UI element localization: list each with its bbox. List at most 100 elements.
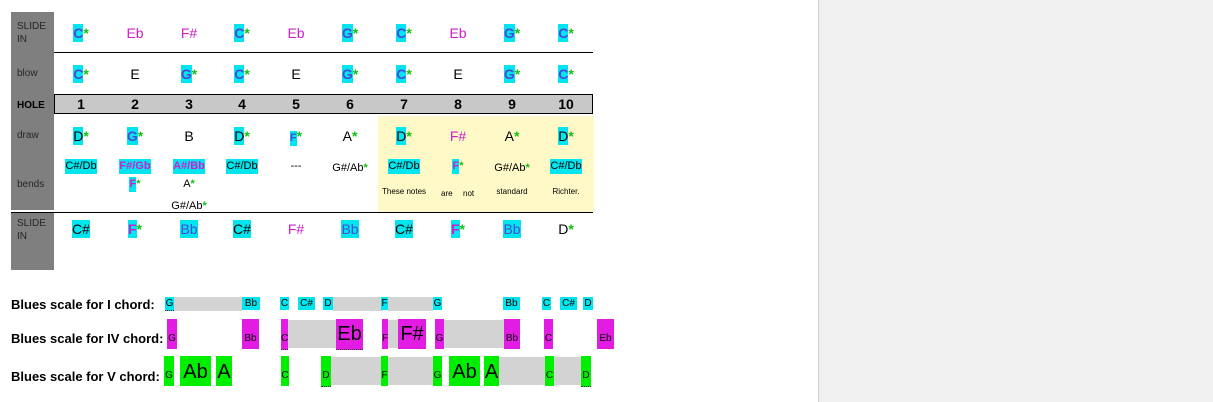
blow-8: E (453, 66, 463, 82)
hole-number-7: 7 (400, 96, 408, 112)
bend-1: C#/Db (65, 159, 97, 174)
blues-i-label: Blues scale for I chord: (11, 297, 155, 312)
sidebar-block-bottom (11, 213, 54, 270)
slide-bottom-10: D* (558, 221, 574, 237)
rule-1 (54, 52, 593, 53)
hole-number-6: 6 (346, 96, 354, 112)
note-not: not (463, 189, 475, 198)
bend-6: G#/Ab* (332, 162, 368, 174)
side-pane (818, 0, 1213, 402)
note-these-notes: These notes (381, 187, 427, 196)
v-note-3: A (216, 356, 232, 386)
bend-9: G#/Ab* (494, 162, 530, 174)
slide-top-10: C* (558, 24, 574, 42)
slide-top-6: G* (341, 24, 359, 42)
v-note-6: F (381, 356, 388, 386)
label-blow: blow (17, 68, 38, 79)
v-bar-4 (554, 357, 581, 385)
slide-bottom-8: F* (450, 220, 465, 238)
draw-7: D* (396, 127, 412, 145)
sidebar-block-top (11, 12, 54, 210)
i-note-2: Bb (242, 297, 260, 310)
i-note-7: G (433, 297, 442, 310)
draw-2: G* (126, 127, 144, 145)
draw-8: F# (449, 128, 467, 144)
i-note-4: C# (298, 297, 315, 310)
blow-2: E (130, 66, 140, 82)
iv-note-3: C (281, 319, 288, 350)
slide-bottom-6: Bb (341, 220, 359, 238)
i-bar-3 (388, 297, 433, 311)
rule-2 (11, 212, 593, 213)
v-bar-1 (331, 357, 381, 385)
i-note-10: C# (560, 297, 577, 310)
slide-top-9: G* (503, 24, 521, 42)
slide-bottom-3: Bb (180, 220, 198, 238)
slide-bottom-1: C# (72, 220, 90, 238)
v-bar-3 (499, 357, 545, 385)
iv-bar-3 (444, 320, 504, 348)
i-bar-2 (333, 297, 383, 311)
slide-top-7: C* (396, 24, 412, 42)
draw-10: D* (558, 127, 574, 145)
label-slide-in-top: SLIDE IN (17, 21, 46, 45)
i-bar-1 (174, 297, 242, 311)
blow-10: C* (558, 65, 574, 83)
bend-2: F#/Gb F* (119, 159, 151, 192)
i-note-1: G (165, 297, 174, 311)
slide-bottom-4: C# (233, 220, 251, 238)
i-note-5: D (323, 297, 333, 310)
i-note-6: F (381, 297, 388, 310)
v-note-11: D (581, 356, 591, 387)
iv-note-5: F (382, 319, 388, 349)
iv-note-1: G (167, 319, 177, 349)
iv-note-7: G (435, 319, 444, 349)
bend-7: C#/Db (388, 159, 420, 174)
slide-top-5: Eb (287, 25, 305, 41)
bend-3: A#/Bb A* G#/Ab* (171, 159, 207, 212)
bend-8: F* (452, 159, 464, 174)
hole-number-3: 3 (185, 96, 193, 112)
iv-note-8: Bb (504, 319, 520, 349)
draw-1: D* (73, 127, 89, 145)
i-note-11: D (583, 297, 593, 310)
v-note-5: D (321, 356, 331, 387)
iv-bar-2 (388, 320, 398, 348)
hole-number-2: 2 (131, 96, 139, 112)
blow-3: G* (180, 65, 198, 83)
iv-note-6: F# (398, 319, 426, 349)
hole-number-10: 10 (558, 96, 574, 112)
bend-4: C#/Db (226, 159, 258, 174)
iv-bar-1 (288, 320, 336, 348)
v-note-10: C (545, 356, 554, 386)
blues-v-label: Blues scale for V chord: (11, 369, 160, 384)
i-note-9: C (542, 297, 551, 310)
draw-4: D* (234, 127, 250, 145)
bend-5: --- (290, 160, 302, 172)
label-draw: draw (17, 130, 39, 141)
v-note-9: A (484, 356, 499, 386)
document-page: SLIDE IN blow HOLE draw bends SLIDE IN C… (11, 12, 614, 387)
iv-note-10: Eb (597, 319, 614, 349)
blow-5: E (291, 66, 301, 82)
label-bends: bends (17, 179, 45, 190)
blow-7: C* (396, 65, 412, 83)
draw-6: A* (342, 128, 358, 144)
i-note-3: C (280, 297, 289, 310)
label-hole: HOLE (17, 100, 45, 111)
bend-10: C#/Db (550, 159, 582, 174)
slide-top-1: C* (73, 24, 89, 42)
v-note-8: Ab (449, 356, 480, 386)
blow-6: G* (341, 65, 359, 83)
slide-bottom-7: C# (395, 220, 413, 238)
note-are: are (441, 189, 453, 198)
slide-top-3: F# (180, 25, 198, 41)
slide-top-8: Eb (449, 25, 467, 41)
slide-bottom-9: Bb (503, 220, 521, 238)
blow-1: C* (73, 65, 89, 83)
note-standard: standard (496, 187, 528, 196)
v-note-7: G (433, 356, 442, 386)
slide-bottom-5: F# (287, 221, 305, 237)
iv-note-4: Eb (336, 319, 363, 350)
draw-3: B (184, 128, 194, 144)
